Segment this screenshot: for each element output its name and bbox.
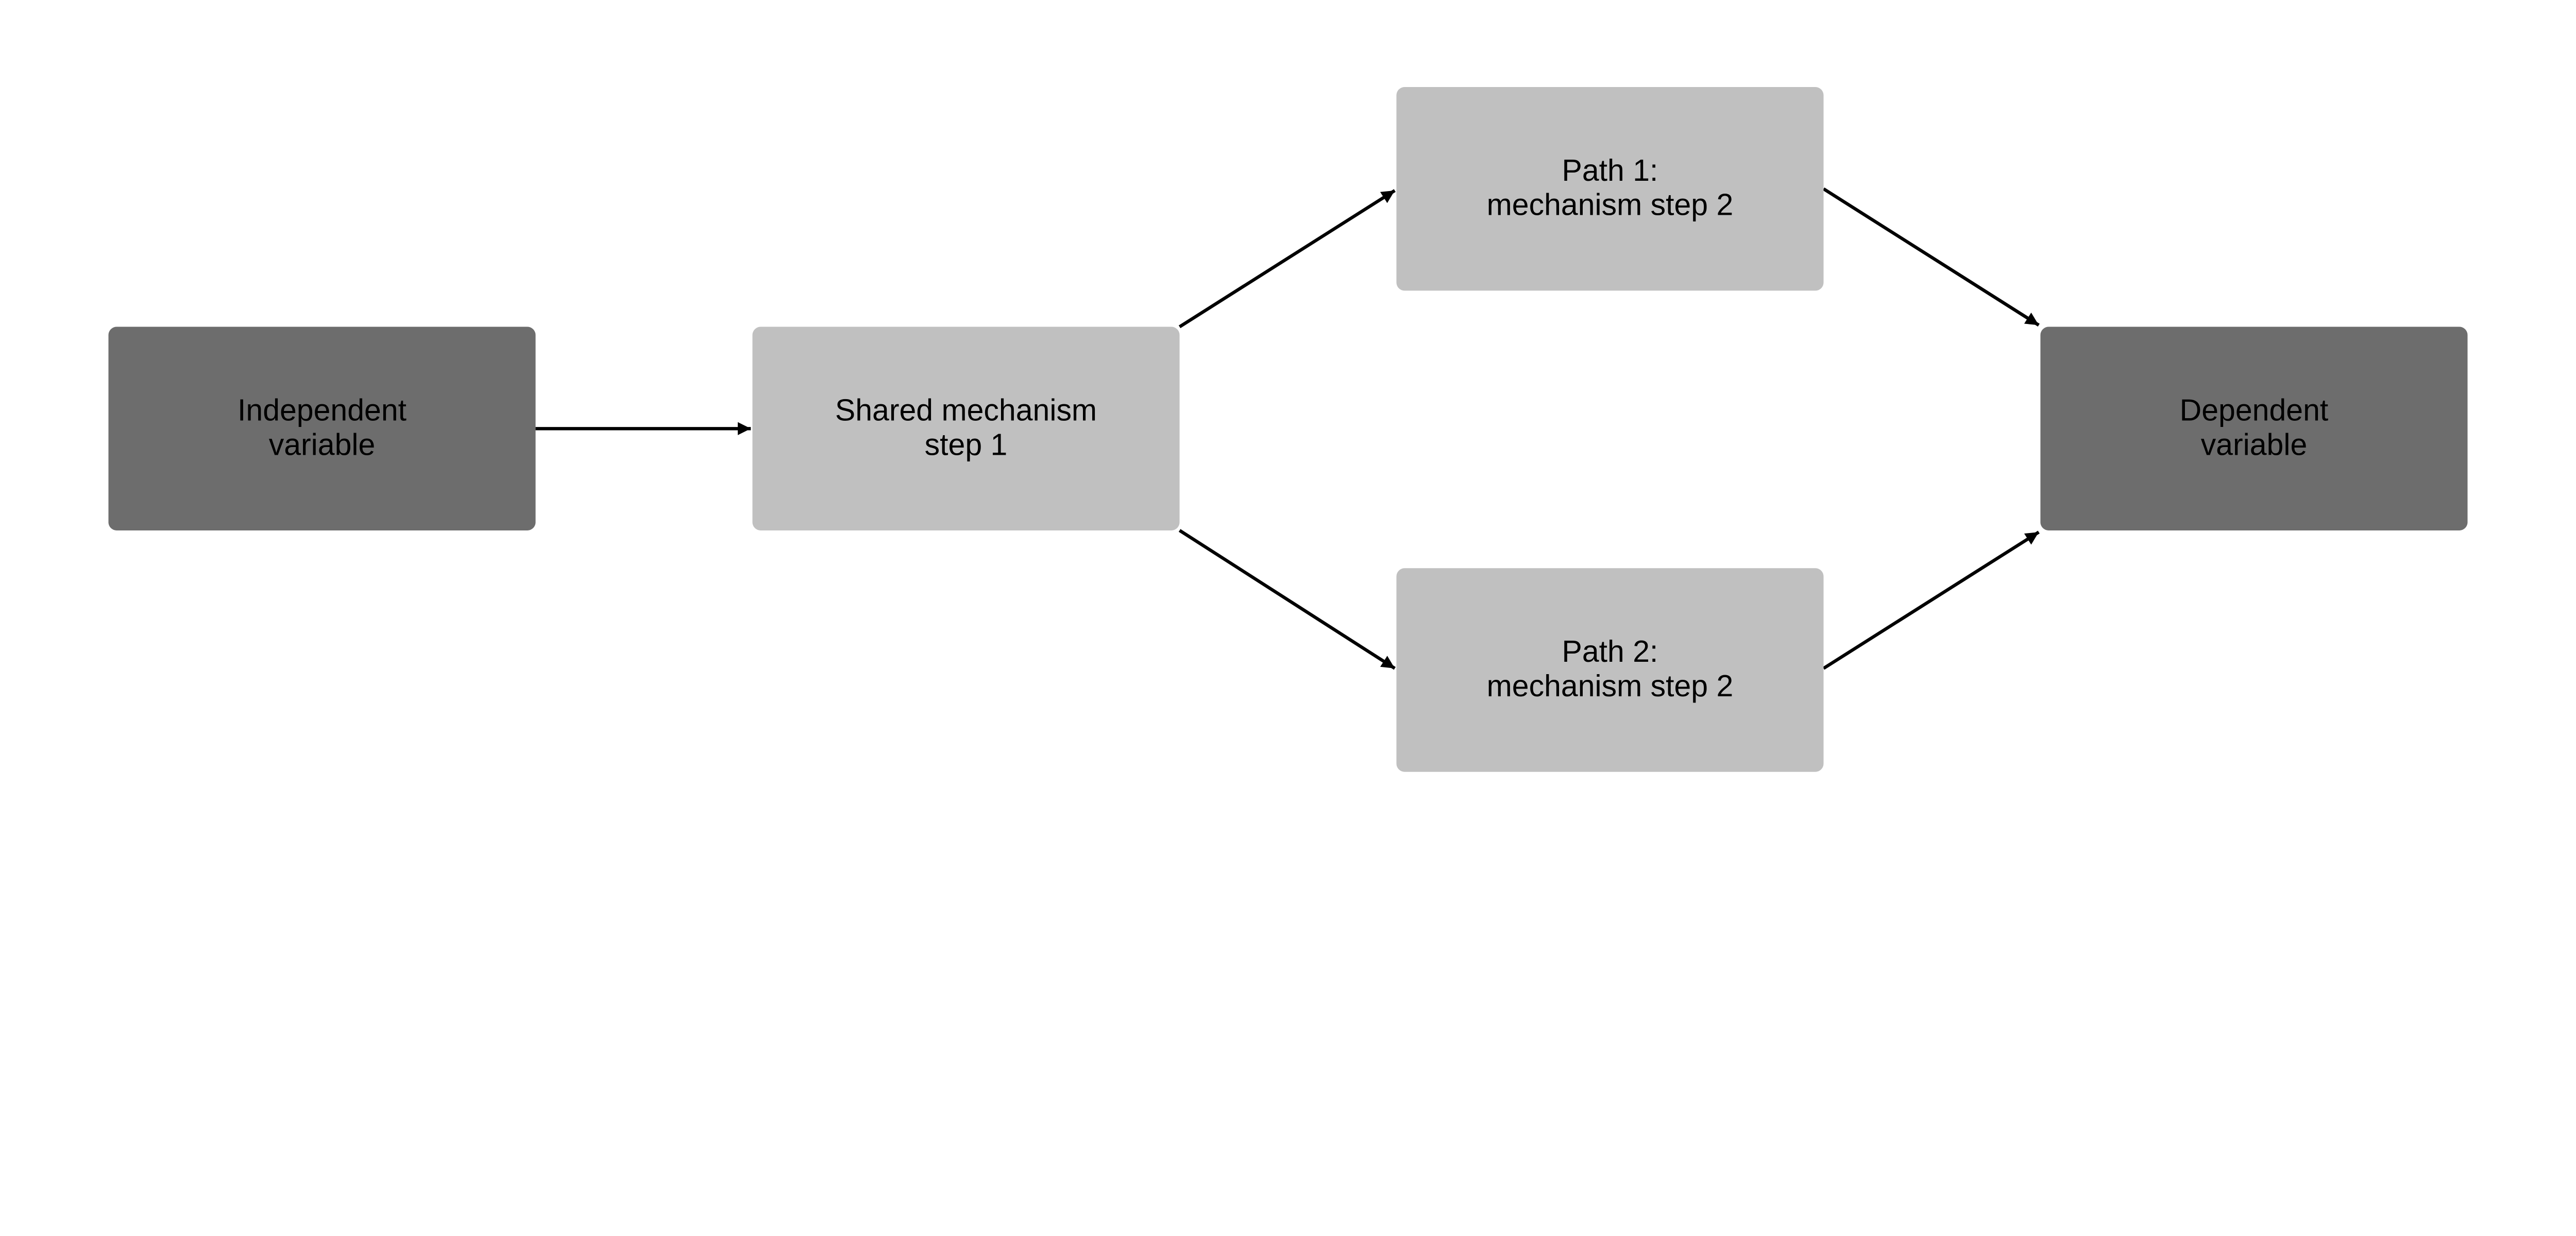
arrow-path2-to-dv	[1822, 530, 2040, 670]
node-label: Independent	[238, 393, 406, 427]
node-box	[108, 327, 536, 530]
node-label: mechanism step 2	[1487, 188, 1734, 222]
node-box	[2040, 327, 2468, 530]
node-path1: Path 1:mechanism step 2	[1396, 87, 1824, 291]
node-box	[752, 327, 1180, 530]
arrow-path1-to-dv	[1822, 187, 2040, 327]
edges	[535, 187, 2040, 670]
node-label: Shared mechanism	[835, 393, 1097, 427]
node-label: Path 1:	[1562, 153, 1658, 187]
arrow-shared-to-path2	[1178, 529, 1396, 670]
node-label: step 1	[925, 427, 1008, 461]
node-label: mechanism step 2	[1487, 669, 1734, 703]
arrow-shared-to-path1	[1178, 189, 1396, 329]
node-label: variable	[269, 427, 376, 461]
node-path2: Path 2:mechanism step 2	[1396, 568, 1824, 772]
node-label: Path 2:	[1562, 634, 1658, 668]
node-box	[1396, 87, 1824, 291]
node-label: Dependent	[2180, 393, 2329, 427]
node-label: variable	[2201, 427, 2308, 461]
node-box	[1396, 568, 1824, 772]
